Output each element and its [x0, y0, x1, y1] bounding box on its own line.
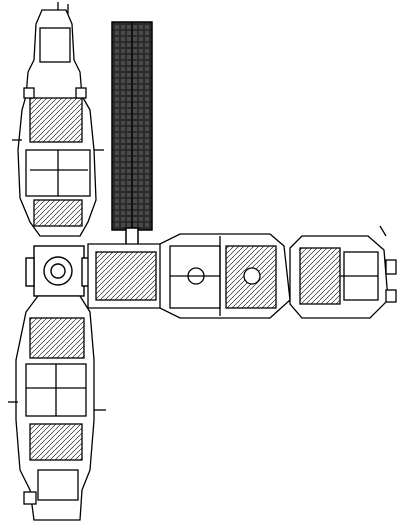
upper-vertical-module: [12, 2, 104, 237]
lower-vertical-module: [8, 295, 106, 521]
solar-array: [111, 21, 153, 247]
horizontal-core-module: [87, 233, 291, 319]
central-docking-node: [25, 245, 91, 297]
right-end-module: [289, 225, 397, 319]
